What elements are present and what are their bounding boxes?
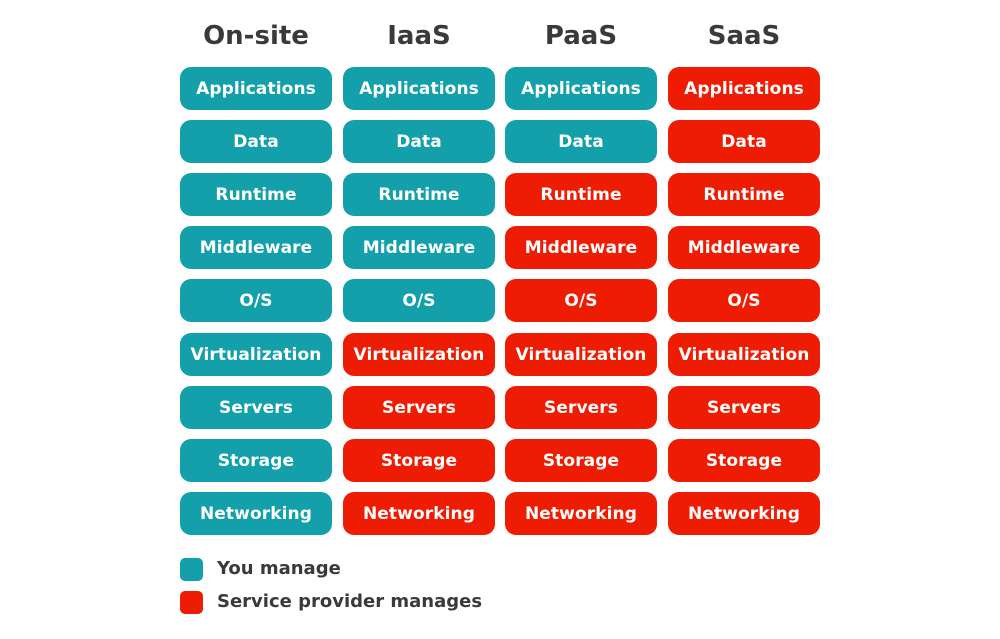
layer-cell-networking: Networking [505,492,657,535]
layer-cell-storage: Storage [668,439,820,482]
layer-cell-o-s: O/S [180,279,332,322]
layer-cell-data: Data [505,120,657,163]
layer-cell-runtime: Runtime [505,173,657,216]
layer-cell-applications: Applications [668,67,820,110]
layer-cell-servers: Servers [180,386,332,429]
layer-cell-applications: Applications [343,67,495,110]
column-title-saas: SaaS [707,21,781,51]
layer-cell-middleware: Middleware [343,226,495,269]
legend-label-you-manage: You manage [217,558,341,579]
layer-cell-networking: Networking [180,492,332,535]
layer-cell-runtime: Runtime [668,173,820,216]
layer-cell-networking: Networking [343,492,495,535]
layer-cell-virtualization: Virtualization [668,333,820,376]
layer-cell-servers: Servers [505,386,657,429]
legend-swatch-provider-manages [180,591,203,614]
layer-cell-runtime: Runtime [180,173,332,216]
layer-cell-applications: Applications [505,67,657,110]
layer-cell-virtualization: Virtualization [343,333,495,376]
layer-cell-middleware: Middleware [180,226,332,269]
layer-cell-networking: Networking [668,492,820,535]
layer-cell-data: Data [343,120,495,163]
layer-cell-servers: Servers [343,386,495,429]
layer-cell-storage: Storage [343,439,495,482]
layer-cell-o-s: O/S [668,279,820,322]
layer-cell-runtime: Runtime [343,173,495,216]
layer-cell-o-s: O/S [505,279,657,322]
layer-cell-middleware: Middleware [505,226,657,269]
layer-cell-virtualization: Virtualization [180,333,332,376]
layer-cell-storage: Storage [180,439,332,482]
legend-label-provider-manages: Service provider manages [217,591,483,612]
column-title-paas: PaaS [544,21,618,51]
layer-cell-data: Data [180,120,332,163]
layer-cell-virtualization: Virtualization [505,333,657,376]
legend-swatch-you-manage [180,558,203,581]
column-title-iaas: IaaS [387,21,451,51]
column-title-on-site: On-site [203,21,309,51]
layer-cell-servers: Servers [668,386,820,429]
layer-cell-middleware: Middleware [668,226,820,269]
layer-cell-o-s: O/S [343,279,495,322]
layer-cell-applications: Applications [180,67,332,110]
layer-cell-data: Data [668,120,820,163]
layer-cell-storage: Storage [505,439,657,482]
